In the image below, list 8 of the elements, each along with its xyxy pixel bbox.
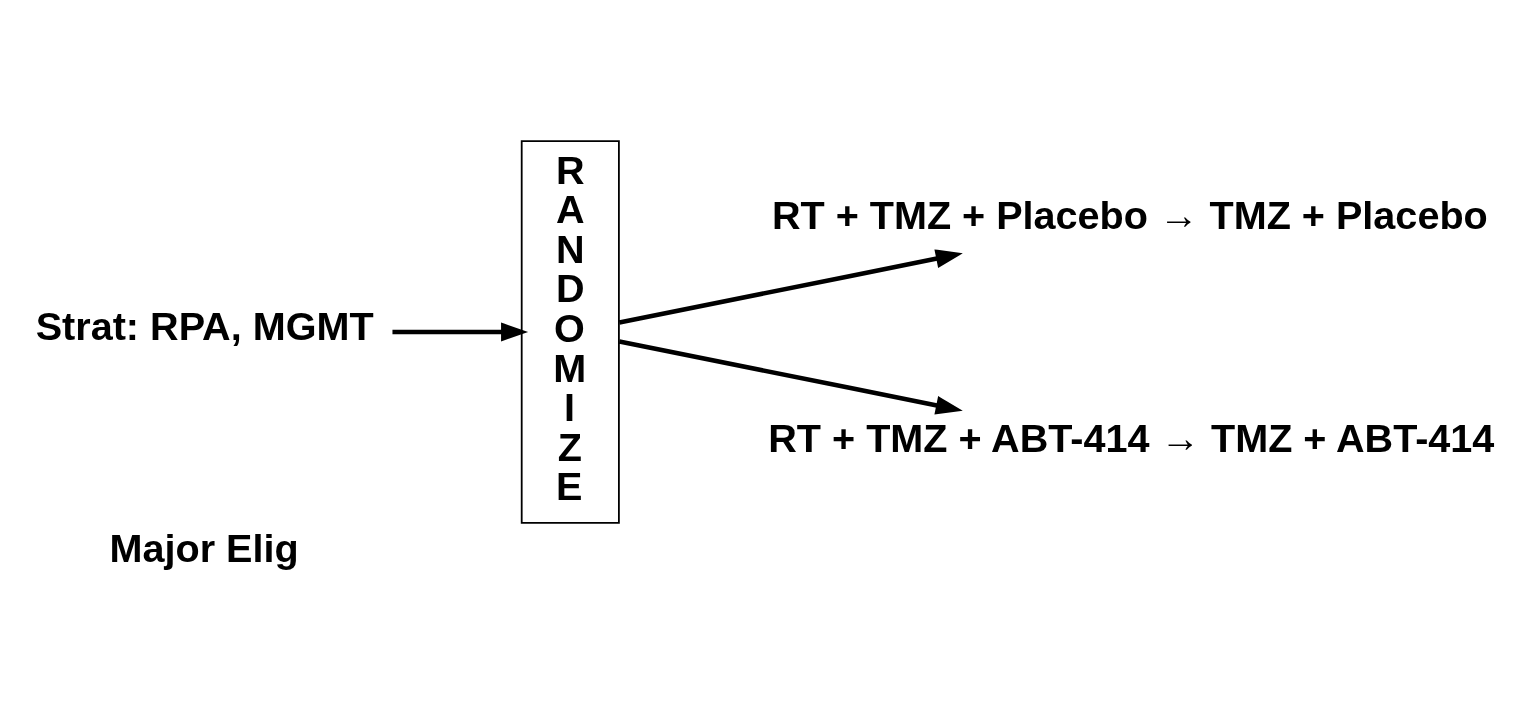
node-text: RT + TMZ + ABT-414 → TMZ + ABT-414 xyxy=(768,415,1495,460)
node-text: RT + TMZ + Placebo → TMZ + Placebo xyxy=(771,192,1488,237)
node-box: R A N D O M I Z E xyxy=(520,139,620,524)
label: Major Elig xyxy=(109,525,299,570)
arrow xyxy=(618,338,963,415)
node-text: Strat: RPA, MGMT xyxy=(35,303,374,348)
arrow xyxy=(392,322,529,341)
arrow xyxy=(618,248,963,325)
